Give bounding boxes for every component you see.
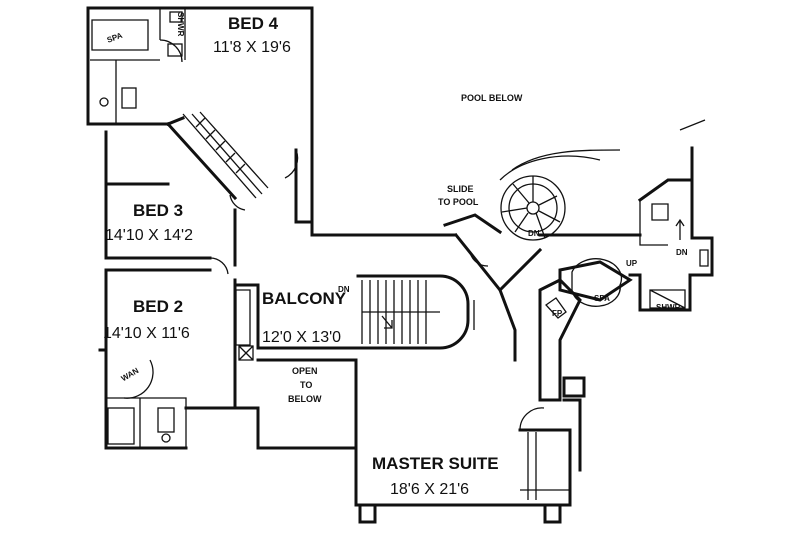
balcony-dimensions: 12'0 X 13'0 — [262, 329, 341, 346]
bed2-dimensions: 14'10 X 11'6 — [103, 325, 190, 342]
bath-fixtures — [91, 11, 183, 445]
bed3-walls — [104, 130, 314, 275]
open-to-below-line2: TO — [300, 380, 312, 390]
stair-up: UP — [626, 259, 638, 268]
slide-note-line1: SLIDE — [447, 184, 474, 194]
bed3-dimensions: 14'10 X 14'2 — [105, 227, 193, 244]
right-bath — [637, 119, 714, 277]
bed4-name: BED 4 — [228, 14, 279, 33]
master-suite-name: MASTER SUITE — [372, 454, 499, 473]
open-to-below-line3: BELOW — [288, 394, 322, 404]
slide-note-line2: TO POOL — [438, 197, 479, 207]
wan-label: WAN — [120, 366, 141, 383]
open-to-below-line1: OPEN — [292, 366, 318, 376]
bed4-walls — [86, 6, 314, 224]
right-stair-dn: DN — [676, 248, 688, 257]
spa-label-master: SPA — [594, 294, 610, 303]
bed4-dimensions: 11'8 X 19'6 — [213, 39, 291, 56]
shower-label-top: SHWR — [176, 12, 185, 37]
pool-below-note: POOL BELOW — [461, 93, 523, 103]
balcony-walls — [234, 220, 457, 450]
balcony-name: BALCONY — [262, 289, 347, 308]
hall-slide — [165, 111, 269, 211]
spiral-stair-dn: DN — [528, 229, 540, 238]
balcony-stair-dn: DN — [338, 285, 350, 294]
master-walls — [354, 258, 692, 524]
bed3-name: BED 3 — [133, 201, 183, 220]
balcony-stair — [356, 274, 475, 350]
bed2-name: BED 2 — [133, 297, 183, 316]
master-suite-dimensions: 18'6 X 21'6 — [390, 481, 469, 498]
fireplace-label: FP — [552, 309, 563, 318]
bed2-walls — [98, 268, 260, 450]
shower-label-master: SHWR — [656, 303, 681, 312]
spa-label-top: SPA — [106, 31, 124, 45]
